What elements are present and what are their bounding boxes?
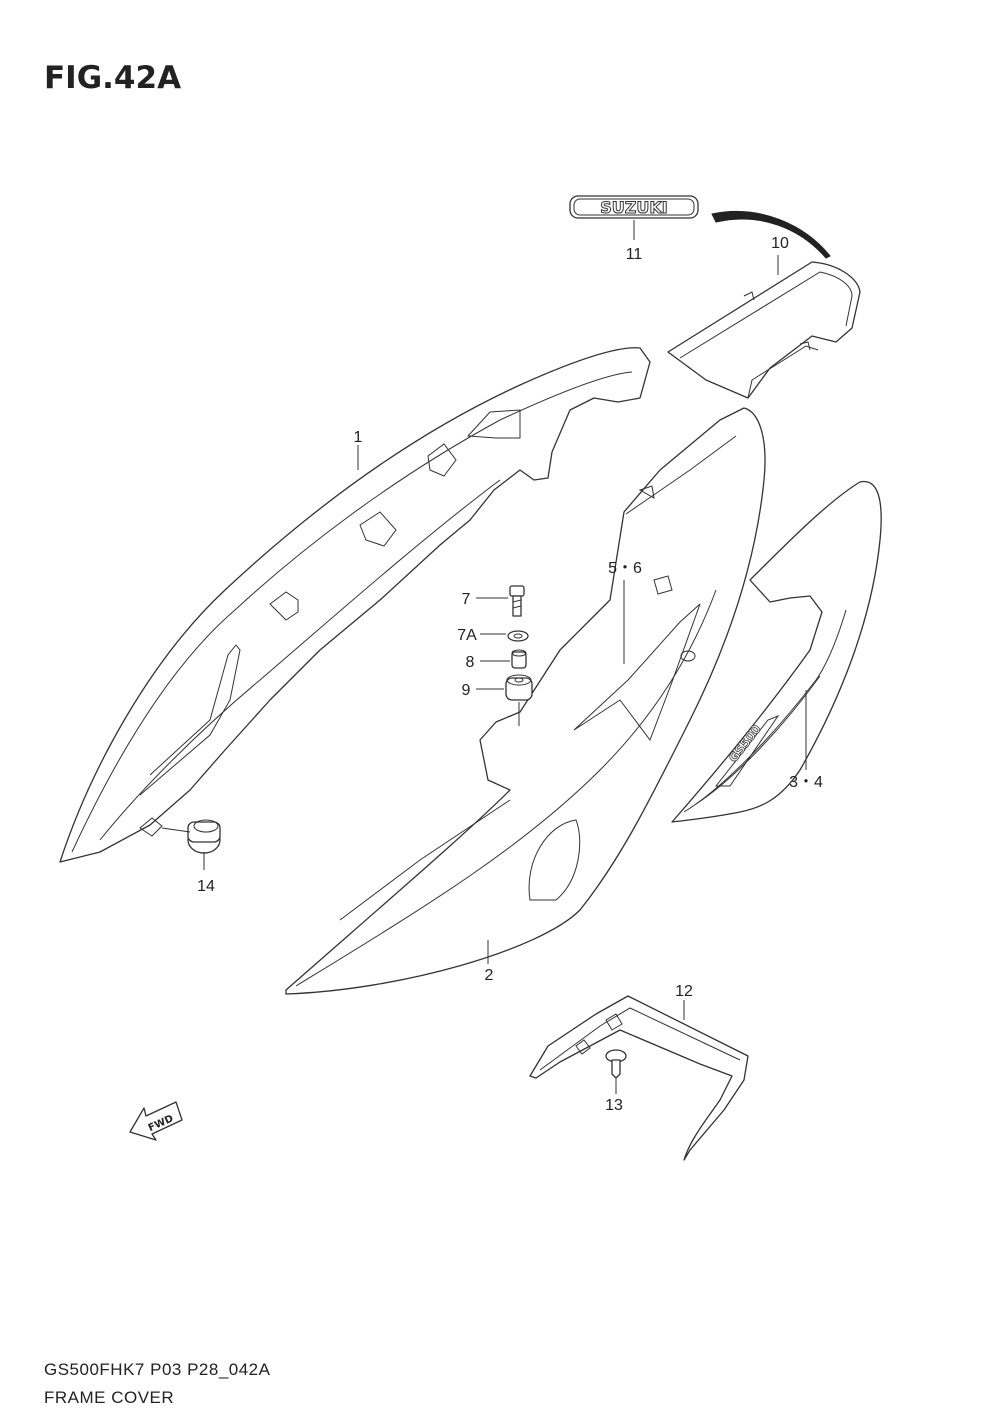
suzuki-emblem[interactable]: SUZUKI	[569, 195, 699, 219]
bolt-7[interactable]	[509, 585, 525, 617]
washer-7a[interactable]	[507, 630, 529, 642]
callout-14: 14	[197, 878, 215, 895]
callout-12: 12	[675, 983, 693, 1000]
callout-5-6: 5・6	[608, 560, 642, 577]
callout-11: 11	[626, 246, 643, 263]
model-code: GS500FHK7 P03 P28_042A	[44, 1360, 271, 1379]
frame-cover-left[interactable]	[59, 347, 651, 863]
figure-title: FIG.42A	[44, 60, 182, 96]
forward-arrow: FWD	[129, 1101, 183, 1141]
cushion-9[interactable]	[505, 674, 533, 701]
callout-10: 10	[771, 235, 789, 252]
clip-13[interactable]	[605, 1049, 627, 1079]
callout-8: 8	[466, 654, 475, 671]
collar-8[interactable]	[511, 649, 527, 669]
suzuki-emblem-text: SUZUKI	[600, 198, 667, 217]
callout-7a: 7A	[457, 627, 477, 644]
frame-cover-right[interactable]	[285, 407, 766, 995]
rear-lower-cover[interactable]	[529, 995, 749, 1161]
callout-1: 1	[354, 429, 363, 446]
tail-cowl[interactable]	[667, 210, 861, 399]
callout-2: 2	[485, 967, 494, 984]
callout-3-4: 3・4	[789, 774, 823, 791]
grommet-14[interactable]	[187, 819, 221, 854]
callout-9: 9	[462, 682, 471, 699]
callout-13: 13	[605, 1097, 623, 1114]
callout-7: 7	[462, 591, 471, 608]
section-name: FRAME COVER	[44, 1388, 175, 1407]
